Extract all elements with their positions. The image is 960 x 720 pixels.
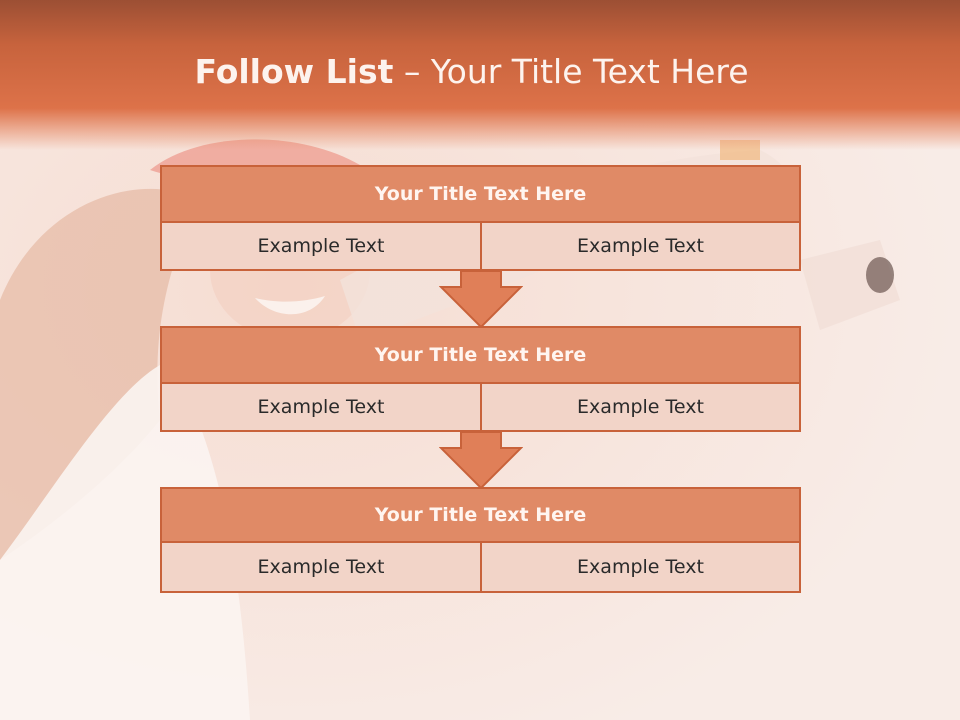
step-1-left-cell: Example Text <box>160 221 482 271</box>
slide-title-rest: – Your Title Text Here <box>393 52 749 91</box>
step-title-1: Your Title Text Here <box>160 165 801 223</box>
step-block-2: Your Title Text Here Example Text Exampl… <box>160 326 801 434</box>
step-title-2: Your Title Text Here <box>160 326 801 384</box>
step-3-left-cell: Example Text <box>160 541 482 593</box>
step-2-left-cell: Example Text <box>160 382 482 432</box>
step-block-3: Your Title Text Here Example Text Exampl… <box>160 487 801 595</box>
down-arrow-icon <box>439 271 523 329</box>
slide-title: Follow List – Your Title Text Here <box>0 52 943 91</box>
header-band <box>0 0 960 150</box>
step-2-right-cell: Example Text <box>480 382 801 432</box>
down-arrow-icon <box>439 432 523 490</box>
step-3-right-cell: Example Text <box>480 541 801 593</box>
step-1-right-cell: Example Text <box>480 221 801 271</box>
step-title-3: Your Title Text Here <box>160 487 801 543</box>
step-block-1: Your Title Text Here Example Text Exampl… <box>160 165 801 273</box>
slide-title-bold: Follow List <box>194 52 394 91</box>
